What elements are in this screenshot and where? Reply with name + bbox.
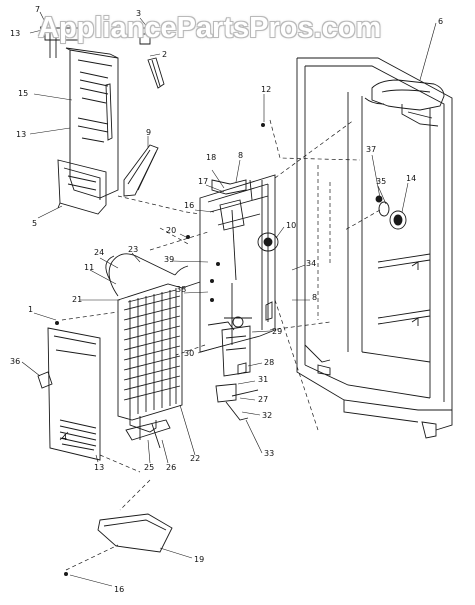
callout-32: 32 — [262, 411, 272, 420]
air-duct — [123, 144, 159, 197]
callout-labels: 7 13 3 2 6 15 13 12 9 5 18 8 17 16 20 10… — [10, 5, 443, 594]
callout-11: 11 — [84, 263, 94, 272]
drain-pan — [97, 513, 173, 553]
callout-5: 5 — [32, 219, 37, 228]
callout-27: 27 — [258, 395, 268, 404]
drain-trough — [57, 159, 107, 215]
callout-31: 31 — [258, 375, 268, 384]
center-back-panel — [199, 174, 276, 353]
round-parts — [375, 195, 407, 230]
callout-10: 10 — [286, 221, 296, 230]
callout-13: 13 — [16, 130, 26, 139]
callout-9: 9 — [146, 128, 151, 137]
callout-39: 39 — [164, 255, 174, 264]
callout-34: 34 — [306, 259, 316, 268]
callout-17: 17 — [198, 177, 208, 186]
mounting-clip — [37, 371, 53, 389]
callout-23: 23 — [128, 245, 138, 254]
callout-20: 20 — [166, 226, 176, 235]
callout-29: 29 — [272, 327, 282, 336]
callout-35: 35 — [376, 177, 386, 186]
callout-14: 14 — [406, 174, 416, 183]
callout-7: 7 — [35, 5, 40, 14]
callout-4: 4 — [62, 433, 67, 442]
fill-tube-part — [364, 79, 445, 127]
callout-21: 21 — [72, 295, 82, 304]
callout-30: 30 — [184, 349, 194, 358]
callout-24: 24 — [94, 248, 104, 257]
callout-18: 18 — [206, 153, 216, 162]
callout-13: 13 — [94, 463, 104, 472]
evaporator-coil — [105, 253, 201, 440]
callout-16: 16 — [114, 585, 124, 594]
lower-evaporator-cover — [47, 327, 101, 461]
callout-25: 25 — [144, 463, 154, 472]
callout-26: 26 — [166, 463, 176, 472]
callout-19: 19 — [194, 555, 204, 564]
callout-13: 13 — [10, 29, 20, 38]
callout-2: 2 — [162, 50, 167, 59]
callout-1: 1 — [28, 305, 33, 314]
dashed-guide-lines — [61, 119, 381, 571]
defrost-heater — [125, 419, 171, 449]
callout-38: 38 — [176, 285, 186, 294]
screws — [40, 26, 265, 576]
callout-leaders — [21, 11, 437, 587]
small-brackets — [139, 27, 165, 89]
callout-6: 6 — [438, 17, 443, 26]
callout-12: 12 — [261, 85, 271, 94]
callout-8: 8 — [238, 151, 243, 160]
callout-36: 36 — [10, 357, 20, 366]
callout-22: 22 — [190, 454, 200, 463]
fan-motor — [257, 232, 279, 252]
control-components — [215, 316, 259, 421]
callout-37: 37 — [366, 145, 376, 154]
callout-15: 15 — [18, 89, 28, 98]
callout-28: 28 — [264, 358, 274, 367]
callout-16: 16 — [184, 201, 194, 210]
callout-33: 33 — [264, 449, 274, 458]
cabinet-liner — [296, 57, 453, 439]
callout-3: 3 — [136, 9, 141, 18]
callout-8: 8 — [312, 293, 317, 302]
